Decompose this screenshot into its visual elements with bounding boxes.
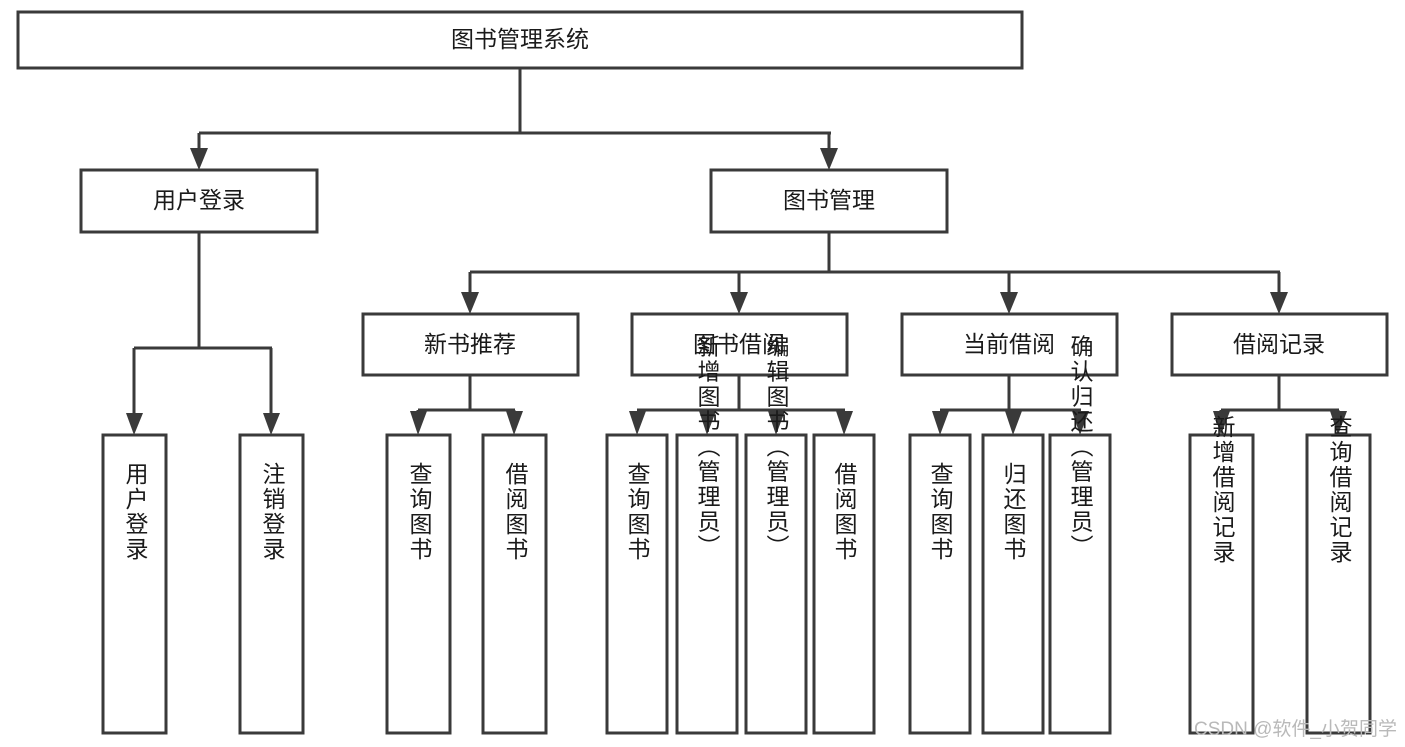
arrow-icon-leaf-8 xyxy=(836,411,853,435)
leaf-query-book-borrow-box[interactable] xyxy=(605,433,669,735)
node-borrow-record-box[interactable] xyxy=(1170,312,1389,377)
leaf-logout-box[interactable] xyxy=(238,433,305,735)
leaf-query-borrow-record-box[interactable] xyxy=(1305,433,1372,735)
arrow-icon-leaf-13 xyxy=(1330,411,1347,435)
node-new-book-recommend-box[interactable] xyxy=(361,312,580,377)
leaf-confirm-return-admin-box[interactable] xyxy=(1048,433,1112,735)
leaf-borrow-book-label: 借阅图书 xyxy=(831,462,858,562)
arrow-icon-root-2 xyxy=(820,148,838,170)
node-book-borrow[interactable]: 图书借阅 xyxy=(630,312,849,377)
leaf-add-book-admin-label: 新增图书（管理员） xyxy=(694,335,721,560)
node-root-label: 图书管理系统 xyxy=(451,26,589,52)
node-current-borrow-box[interactable] xyxy=(900,312,1119,377)
leaf-query-book-recommend[interactable]: 查询图书 xyxy=(385,433,452,735)
connectors-login-to-leaves xyxy=(126,232,280,435)
arrow-icon-l3-1 xyxy=(461,292,479,314)
leaf-return-book[interactable]: 归还图书 xyxy=(981,433,1045,735)
arrow-icon-leaf-12 xyxy=(1213,411,1230,435)
connectors-root-to-level2 xyxy=(190,68,838,170)
leaf-edit-book-admin[interactable]: 编辑图书（管理员） xyxy=(744,335,808,735)
leaf-add-book-admin-box[interactable] xyxy=(675,433,739,735)
leaf-query-book-current[interactable]: 查询图书 xyxy=(908,433,972,735)
leaf-user-login-box[interactable] xyxy=(101,433,168,735)
node-borrow-record-label: 借阅记录 xyxy=(1233,331,1325,357)
arrow-icon-leaf-9 xyxy=(932,411,949,435)
leaf-query-book-recommend-label: 查询图书 xyxy=(406,462,433,562)
arrow-icon-leaf-3 xyxy=(410,411,427,435)
arrow-icon-leaf-10 xyxy=(1005,411,1022,435)
node-new-book-recommend[interactable]: 新书推荐 xyxy=(361,312,580,377)
leaf-borrow-book-recommend-box[interactable] xyxy=(481,433,548,735)
arrow-icon-leaf-11 xyxy=(1072,411,1089,435)
leaf-borrow-book-box[interactable] xyxy=(812,433,876,735)
arrow-icon-root-1 xyxy=(190,148,208,170)
leaf-add-borrow-record[interactable]: 新增借阅记录 xyxy=(1188,415,1255,735)
connectors-bookmgmt-to-level3 xyxy=(461,232,1288,314)
node-user-login-label: 用户登录 xyxy=(153,187,245,213)
leaf-query-book-current-label: 查询图书 xyxy=(927,462,954,562)
leaf-query-book-borrow[interactable]: 查询图书 xyxy=(605,433,669,735)
connectors-current-to-leaves xyxy=(932,375,1089,435)
arrow-icon-l3-2 xyxy=(730,292,748,314)
leaf-borrow-book-recommend[interactable]: 借阅图书 xyxy=(481,433,548,735)
arrow-icon-leaf-7 xyxy=(768,411,785,435)
node-book-borrow-box[interactable] xyxy=(630,312,849,377)
leaf-add-borrow-record-label: 新增借阅记录 xyxy=(1209,415,1236,565)
leaf-add-borrow-record-box[interactable] xyxy=(1188,433,1255,735)
connectors-newbook-to-leaves xyxy=(410,375,523,435)
node-current-borrow[interactable]: 当前借阅 xyxy=(900,312,1119,377)
arrow-icon-l3-3 xyxy=(1000,292,1018,314)
arrow-icon-leaf-1 xyxy=(126,413,143,435)
leaf-edit-book-admin-label: 编辑图书（管理员） xyxy=(763,335,790,560)
csdn-watermark: CSDN @软件_小贺同学 xyxy=(1194,719,1397,740)
node-root-box[interactable] xyxy=(16,10,1024,70)
leaf-return-book-label: 归还图书 xyxy=(1000,462,1027,562)
node-book-management-box[interactable] xyxy=(709,168,949,234)
leaf-borrow-book[interactable]: 借阅图书 xyxy=(812,433,876,735)
arrow-icon-leaf-5 xyxy=(629,411,646,435)
leaf-query-book-current-box[interactable] xyxy=(908,433,972,735)
leaf-query-borrow-record-label: 查询借阅记录 xyxy=(1326,415,1353,565)
node-user-login-box[interactable] xyxy=(79,168,319,234)
leaf-query-book-recommend-box[interactable] xyxy=(385,433,452,735)
arrow-icon-leaf-2 xyxy=(263,413,280,435)
leaf-user-login-label: 用户登录 xyxy=(122,462,149,562)
node-book-management-label: 图书管理 xyxy=(783,187,875,213)
leaf-logout-label: 注销登录 xyxy=(259,462,286,562)
leaf-borrow-book-recommend-label: 借阅图书 xyxy=(502,462,529,562)
leaf-add-book-admin[interactable]: 新增图书（管理员） xyxy=(675,335,739,735)
leaf-confirm-return-admin[interactable]: 确认归还（管理员） xyxy=(1048,335,1112,735)
node-root[interactable]: 图书管理系统 xyxy=(16,10,1024,70)
connectors-borrow-to-leaves xyxy=(629,375,853,435)
leaf-edit-book-admin-box[interactable] xyxy=(744,433,808,735)
leaf-confirm-return-admin-label: 确认归还（管理员） xyxy=(1067,335,1094,560)
node-current-borrow-label: 当前借阅 xyxy=(963,331,1055,357)
node-book-management[interactable]: 图书管理 xyxy=(709,168,949,234)
leaf-logout[interactable]: 注销登录 xyxy=(238,433,305,735)
node-user-login[interactable]: 用户登录 xyxy=(79,168,319,234)
leaf-return-book-box[interactable] xyxy=(981,433,1045,735)
node-borrow-record[interactable]: 借阅记录 xyxy=(1170,312,1389,377)
node-book-borrow-label: 图书借阅 xyxy=(693,331,785,357)
arrow-icon-l3-4 xyxy=(1270,292,1288,314)
leaf-user-login[interactable]: 用户登录 xyxy=(101,433,168,735)
arrow-icon-leaf-4 xyxy=(506,411,523,435)
leaf-query-borrow-record[interactable]: 查询借阅记录 xyxy=(1305,415,1372,735)
arrow-icon-leaf-6 xyxy=(699,411,716,435)
node-new-book-recommend-label: 新书推荐 xyxy=(424,331,516,357)
leaf-query-book-borrow-label: 查询图书 xyxy=(624,462,651,562)
connectors-record-to-leaves xyxy=(1213,375,1347,435)
